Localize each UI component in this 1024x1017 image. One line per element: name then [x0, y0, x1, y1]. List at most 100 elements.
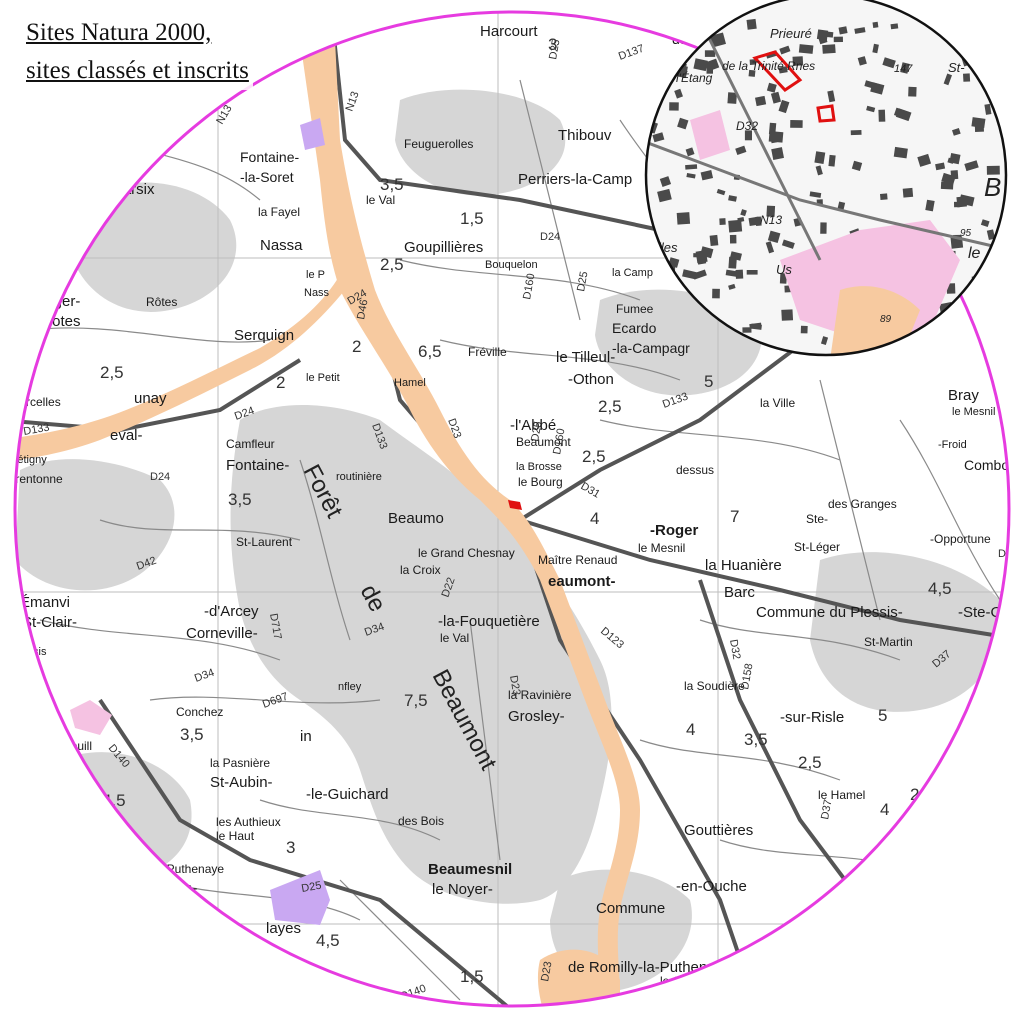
distance-label: 5	[704, 372, 713, 391]
inset-building	[978, 20, 989, 31]
place-label: eaumont-	[548, 573, 616, 590]
inset-building	[669, 102, 679, 111]
inset-building	[890, 23, 899, 30]
inset-building	[820, 336, 829, 345]
inset-building	[851, 160, 863, 171]
place-label: nfley	[338, 681, 362, 693]
place-label: Fontaine-	[240, 149, 299, 165]
inset-building	[951, 127, 961, 136]
distance-label: 3,5	[380, 175, 404, 194]
inset-building	[767, 230, 781, 244]
place-label: -le-Guichard	[306, 786, 389, 803]
sites-classes-inscrits	[70, 118, 522, 925]
inset-building	[986, 165, 1000, 175]
inset-site-classe-west	[690, 110, 730, 160]
road-label: D717	[267, 612, 283, 640]
place-label: Combon	[964, 457, 1017, 473]
distance-label: 5	[346, 0, 355, 14]
place-label: -en-Ouche	[676, 878, 747, 895]
place-label: Rôtes	[146, 295, 177, 309]
place-label: Camfleur	[226, 437, 275, 451]
inset-building	[686, 172, 696, 179]
inset-building	[728, 256, 737, 269]
place-label: Nass	[304, 287, 330, 299]
place-label: -Roger	[650, 522, 698, 539]
place-label: unay	[134, 390, 167, 407]
inset-building	[837, 201, 846, 210]
place-label: Émanvi	[20, 594, 70, 611]
inset-building	[878, 109, 886, 122]
distance-label: 4,5	[316, 931, 340, 950]
place-label: le Noyer-	[432, 881, 493, 898]
site-inscrit-beaumesnil	[270, 870, 330, 925]
road-label: D23	[507, 674, 522, 696]
map-title-line-1: Sites Natura 2000,	[26, 19, 212, 46]
place-label: St-Aubin-	[210, 774, 273, 791]
place-label: -la-Fouquetière	[438, 613, 540, 630]
inset-label: D32	[736, 119, 758, 133]
place-label: eval-	[110, 427, 143, 444]
inset-frame	[644, 0, 1008, 357]
inset-building	[935, 162, 946, 171]
place-label: St-Clair-	[22, 614, 77, 631]
inset-building	[779, 273, 787, 284]
inset-building	[700, 170, 714, 181]
road-label: D23	[539, 961, 554, 983]
inset-building	[742, 327, 752, 333]
inset-roads	[646, 19, 1006, 261]
place-label: Ecardo	[612, 320, 657, 336]
inset-building	[882, 57, 896, 69]
place-label: Perriers-la-Camp	[518, 171, 632, 188]
inset-building	[712, 288, 720, 299]
distance-label: 4	[686, 720, 695, 739]
inset-highlight-priory	[752, 50, 803, 92]
inset-building	[900, 62, 910, 74]
distance-label: 4	[590, 509, 599, 528]
inset-building	[809, 191, 822, 198]
inset-building	[956, 196, 968, 208]
inset-building	[685, 147, 695, 157]
distance-label: 4,5	[928, 579, 952, 598]
woodland-west	[15, 459, 175, 591]
inset-building	[768, 131, 784, 143]
place-label: la Croix	[400, 563, 441, 577]
inset-building	[947, 157, 955, 164]
inset-label: de la Trinité Rnes	[722, 59, 815, 73]
place-label: Carsix	[112, 181, 155, 198]
place-label: -Froid	[938, 439, 967, 451]
road-label: D25	[547, 39, 562, 61]
distance-label: 1,5	[460, 209, 484, 228]
inset-building	[754, 95, 767, 107]
inset-building	[828, 154, 836, 167]
inset-building	[674, 88, 683, 99]
place-label: la Camp	[612, 267, 653, 279]
place-label: la Soudière	[684, 679, 745, 693]
inset-building	[925, 199, 935, 212]
distance-label: 2,5	[380, 255, 404, 274]
place-label: Maître Renaud	[538, 553, 617, 567]
inset-building	[857, 56, 867, 66]
place-label: la Ravinière	[508, 688, 572, 702]
place-label: la Ville	[760, 396, 795, 410]
inset-building	[822, 44, 836, 54]
place-label: Rom	[256, 970, 288, 987]
distance-label: 3	[24, 645, 33, 664]
inset-building	[766, 82, 777, 93]
inset-label: le	[968, 245, 981, 262]
inset-building	[866, 105, 876, 113]
inset-building	[781, 309, 794, 321]
inset-building	[986, 229, 996, 240]
place-label: le Petit	[306, 372, 340, 384]
inset-building	[706, 19, 717, 25]
road-label: D24	[540, 231, 560, 243]
inset-building	[815, 165, 823, 176]
inset-building	[676, 212, 691, 225]
site-inscrit-nassandres	[300, 118, 325, 150]
road-label: D133	[22, 422, 50, 438]
inset-building	[728, 283, 736, 290]
inset-building	[692, 269, 707, 280]
